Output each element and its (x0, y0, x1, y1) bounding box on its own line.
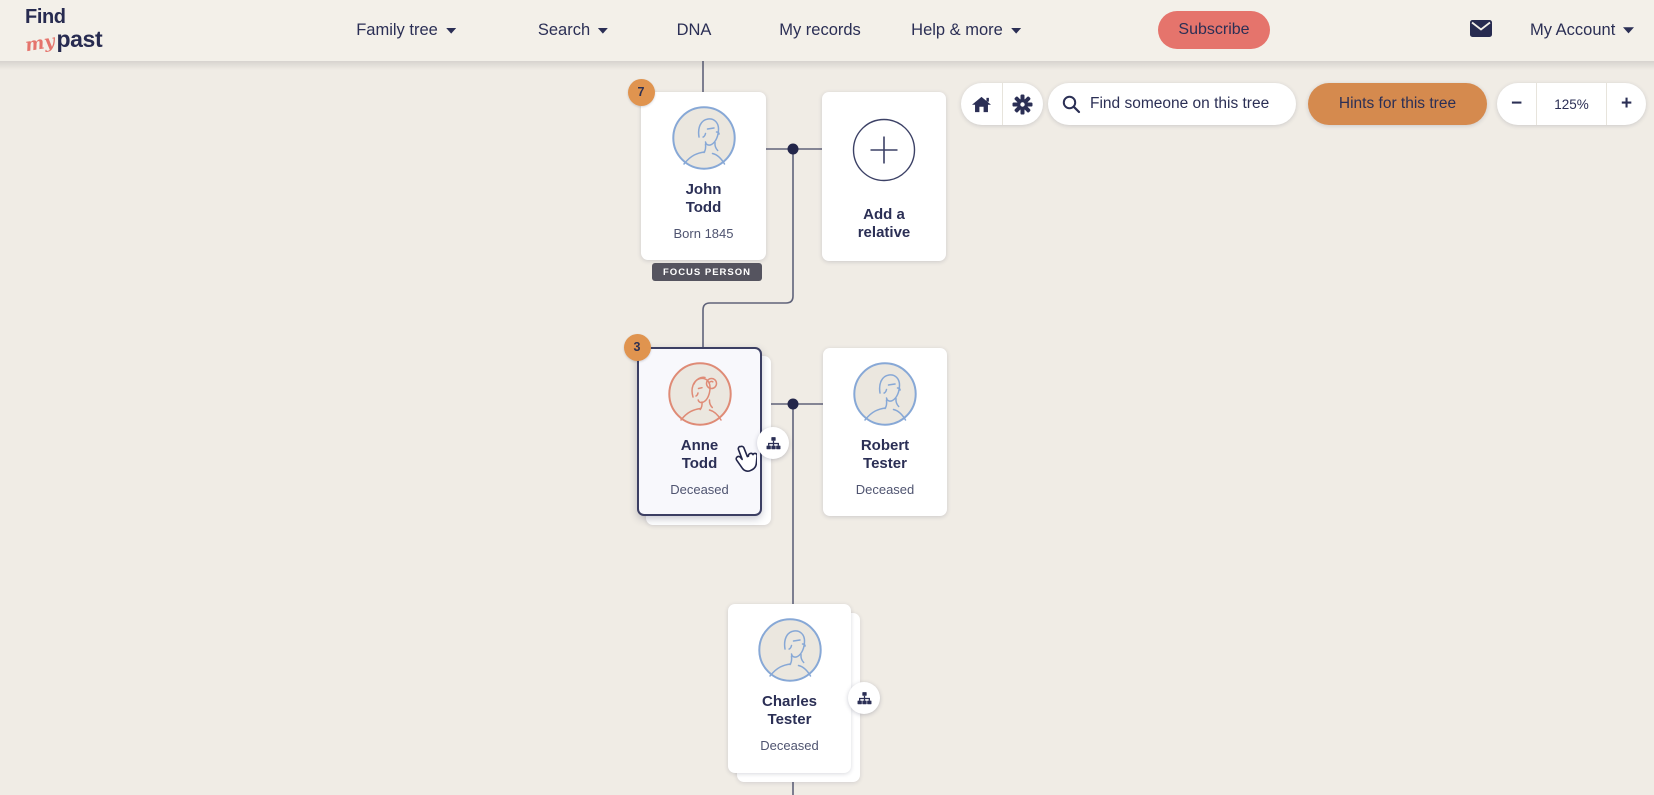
subscribe-button[interactable]: Subscribe (1158, 11, 1270, 49)
focus-person-tag: FOCUS PERSON (652, 263, 763, 281)
plus-circle-icon (852, 118, 916, 182)
nav-dna-label: DNA (676, 21, 712, 39)
person-card-john-todd[interactable]: John Todd Born 1845 (641, 92, 766, 260)
person-name: Charles Tester (761, 693, 818, 728)
tree-canvas[interactable]: John Todd Born 1845 7 FOCUS PERSON Add a… (0, 61, 1654, 795)
logo-word-find: Find (25, 6, 66, 28)
envelope-icon (1470, 20, 1492, 37)
nav-my-records-label: My records (779, 21, 861, 39)
tree-search-input[interactable] (1081, 83, 1296, 125)
person-name: John Todd (685, 181, 722, 216)
zoom-level-value: 125% (1536, 83, 1607, 125)
male-avatar-icon (853, 362, 917, 426)
add-relative-card[interactable]: Add a relative (822, 92, 946, 261)
nav-my-records[interactable]: My records (779, 0, 861, 61)
zoom-controls: − 125% + (1497, 83, 1646, 125)
tree-settings-button[interactable] (1003, 83, 1044, 125)
hint-count-badge[interactable]: 3 (623, 333, 651, 361)
person-life-detail: Deceased (760, 738, 819, 753)
female-avatar-icon (667, 362, 732, 426)
gear-icon (1012, 94, 1033, 114)
nav-search[interactable]: Search (537, 0, 609, 61)
person-name: Anne Todd (680, 437, 719, 472)
person-life-detail: Deceased (855, 482, 915, 497)
person-life-detail: Born 1845 (673, 226, 734, 241)
search-icon (1062, 95, 1081, 113)
hint-count-badge[interactable]: 7 (627, 78, 655, 106)
top-nav: Find mypast Family tree Search DNA My re… (0, 0, 1654, 70)
hints-for-tree-button[interactable]: Hints for this tree (1308, 83, 1487, 125)
tree-home-button[interactable] (961, 83, 1002, 125)
tree-toolbar-home-settings (961, 83, 1043, 125)
person-name: Robert Tester (860, 437, 910, 472)
nav-family-tree[interactable]: Family tree (356, 0, 456, 61)
logo-word-past: past (56, 26, 103, 52)
person-card-robert-tester[interactable]: Robert Tester Deceased (823, 348, 947, 516)
tree-search-box (1048, 83, 1296, 125)
chevron-down-icon (1010, 27, 1021, 34)
toolbar-divider (1001, 83, 1003, 125)
logo-word-my: my (23, 30, 57, 57)
nav-dna[interactable]: DNA (677, 0, 712, 61)
my-account-menu[interactable]: My Account (1530, 0, 1635, 61)
chevron-down-icon (598, 27, 609, 34)
messages-button[interactable] (1466, 16, 1496, 44)
zoom-out-button[interactable]: − (1497, 83, 1536, 125)
male-avatar-icon (671, 106, 736, 170)
view-tree-from-person-button[interactable] (848, 682, 880, 714)
person-card-anne-todd[interactable]: Anne Todd Deceased (637, 347, 762, 516)
view-tree-from-person-button[interactable] (757, 427, 789, 459)
nav-family-tree-label: Family tree (356, 21, 438, 39)
person-card-charles-tester[interactable]: Charles Tester Deceased (728, 604, 851, 773)
person-life-detail: Deceased (670, 482, 729, 497)
zoom-in-button[interactable]: + (1607, 83, 1646, 125)
my-account-label: My Account (1530, 21, 1616, 39)
add-relative-label: Add a relative (857, 206, 911, 241)
findmypast-logo[interactable]: Find mypast (24, 6, 103, 56)
male-avatar-icon (757, 618, 822, 682)
home-icon (971, 96, 991, 112)
nav-help-more-label: Help & more (911, 21, 1003, 39)
family-tree-icon (766, 436, 780, 449)
chevron-down-icon (1623, 27, 1635, 34)
nav-help-more[interactable]: Help & more (911, 0, 1021, 61)
family-tree-icon (857, 691, 871, 704)
chevron-down-icon (445, 27, 456, 34)
nav-search-label: Search (537, 21, 591, 39)
